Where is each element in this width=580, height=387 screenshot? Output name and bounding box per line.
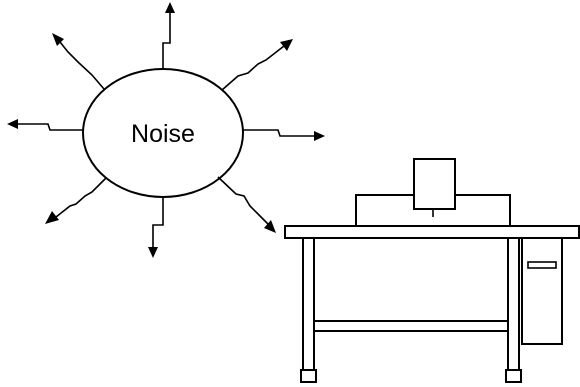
noise-arrow-left — [7, 119, 83, 131]
noise-arrow-down-right — [217, 176, 276, 233]
table-top — [284, 225, 580, 239]
noise-label: Noise — [131, 120, 195, 148]
noise-arrow-up-right — [221, 39, 293, 91]
noise-arrow-down-left — [45, 177, 107, 224]
noise-arrow-up — [162, 2, 175, 69]
table-leg-left — [300, 237, 317, 383]
noise-arrow-down — [148, 197, 164, 258]
noise-arrow-right — [243, 129, 325, 141]
machine-table — [284, 158, 580, 383]
control-box — [521, 237, 563, 345]
table-crossbar — [313, 320, 509, 332]
table-leg-right — [505, 237, 522, 383]
machine-head — [355, 158, 511, 226]
noise-arrows — [7, 2, 325, 258]
noise-arrow-up-left — [52, 33, 105, 90]
